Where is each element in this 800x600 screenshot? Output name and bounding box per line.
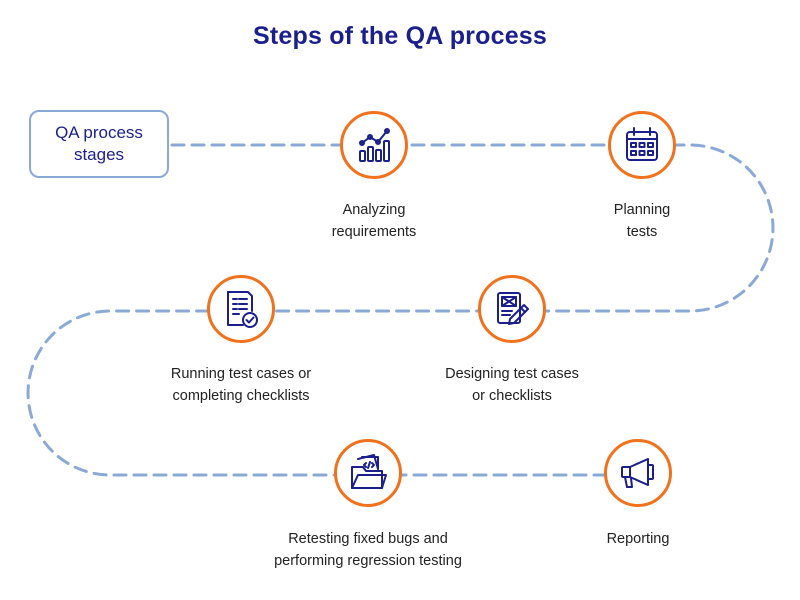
step-label-designing: Designing test cases or checklists bbox=[445, 366, 579, 404]
step-circle-reporting bbox=[604, 439, 672, 507]
step-circle-designing bbox=[478, 275, 546, 343]
megaphone-icon bbox=[621, 458, 654, 488]
step-label-retesting: Retesting fixed bugs and performing regr… bbox=[274, 531, 462, 569]
step-label-planning: Planning tests bbox=[613, 202, 671, 240]
start-box: QA process stages bbox=[29, 110, 169, 178]
step-circle-analyzing bbox=[340, 111, 408, 179]
step-circle-running bbox=[207, 275, 275, 343]
step-label-analyzing: Analyzing requirements bbox=[331, 202, 417, 240]
page-title: Steps of the QA process bbox=[252, 22, 548, 50]
calendar-icon bbox=[626, 127, 658, 161]
start-box-label: QA process stages bbox=[55, 123, 143, 164]
step-label-reporting: Reporting bbox=[606, 531, 670, 547]
checklist-icon bbox=[227, 291, 258, 328]
step-circle-retesting bbox=[334, 439, 402, 507]
document-pencil-icon bbox=[497, 292, 529, 325]
step-label-running: Running test cases or completing checkli… bbox=[170, 366, 312, 404]
bar-chart-icon bbox=[359, 128, 390, 162]
folder-code-icon bbox=[351, 454, 387, 489]
step-circle-planning bbox=[608, 111, 676, 179]
